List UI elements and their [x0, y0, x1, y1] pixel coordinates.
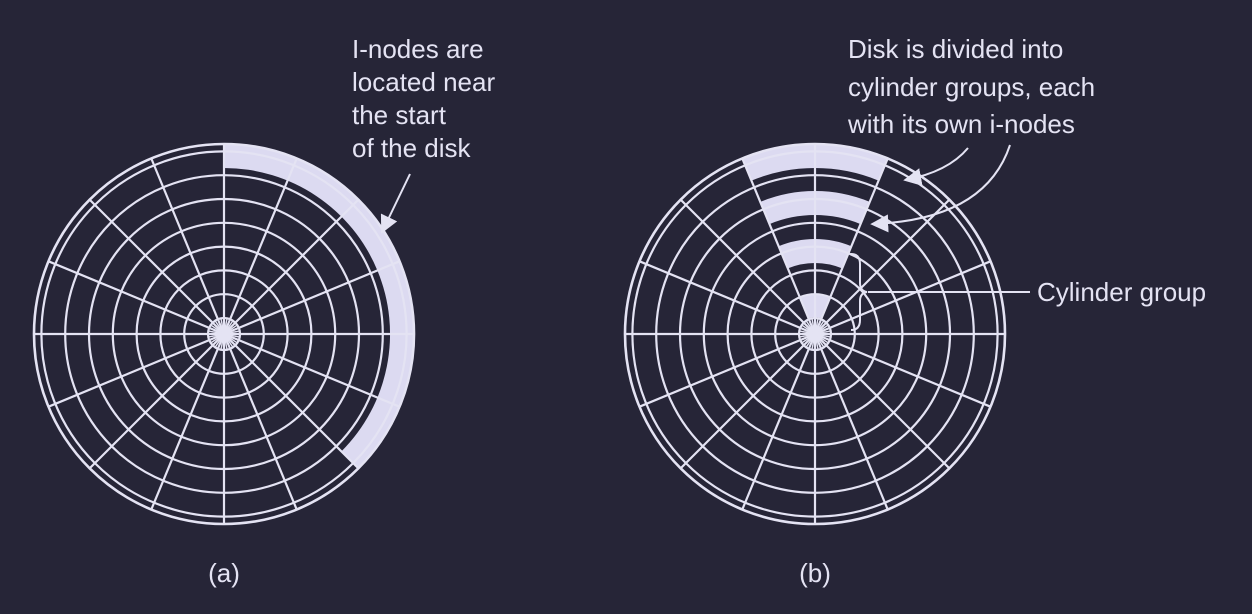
disk-a-single-inode-region: [32, 142, 416, 526]
sector-line: [88, 333, 225, 470]
inode-note-line-1: I-nodes are: [352, 34, 484, 64]
groups-note-line-2: cylinder groups, each: [848, 72, 1095, 102]
sector-line: [814, 260, 991, 336]
sector-line: [223, 260, 400, 336]
disk-b-cylinder-groups: [623, 142, 1007, 526]
sector-line: [150, 158, 226, 335]
sector-line: [741, 158, 817, 335]
sector-line: [814, 333, 951, 470]
sector-line: [88, 198, 225, 335]
sector-line: [223, 332, 400, 408]
cylinder-group-bracket: [850, 253, 868, 331]
sector-line: [639, 332, 816, 408]
sector-line: [813, 333, 889, 510]
sector-line: [741, 333, 817, 510]
inode-note-line-2: located near: [352, 67, 495, 97]
panel-a-label: (a): [208, 558, 240, 588]
hub-spoke: [811, 318, 816, 335]
sector-line: [813, 158, 889, 335]
cylinder-group-label: Cylinder group: [1037, 277, 1206, 307]
sector-line: [679, 333, 816, 470]
inode-note-line-4: of the disk: [352, 133, 472, 163]
sector-line: [48, 332, 225, 408]
cylinder-groups-note: Disk is divided into cylinder groups, ea…: [847, 34, 1102, 139]
inode-region: [224, 143, 415, 469]
groups-note-line-3: with its own i-nodes: [847, 109, 1075, 139]
groups-note-arrow-inner: [870, 144, 1011, 233]
sector-line: [223, 333, 360, 470]
sector-line: [150, 333, 226, 510]
sector-line: [639, 260, 816, 336]
sector-line: [223, 198, 360, 335]
panel-b-label: (b): [799, 558, 831, 588]
inode-note-arrow: [380, 173, 411, 234]
groups-note-line-1: Disk is divided into: [848, 34, 1063, 64]
sector-line: [222, 333, 298, 510]
inode-location-note: I-nodes are located near the start of th…: [352, 34, 502, 163]
sector-line: [814, 198, 951, 335]
inode-note-line-3: the start: [352, 100, 447, 130]
groups-note-arrow-outer: [903, 147, 969, 186]
sector-line: [48, 260, 225, 336]
sector-line: [814, 332, 991, 408]
sector-line: [222, 158, 298, 335]
hub-spoke: [220, 318, 225, 335]
sector-line: [679, 198, 816, 335]
